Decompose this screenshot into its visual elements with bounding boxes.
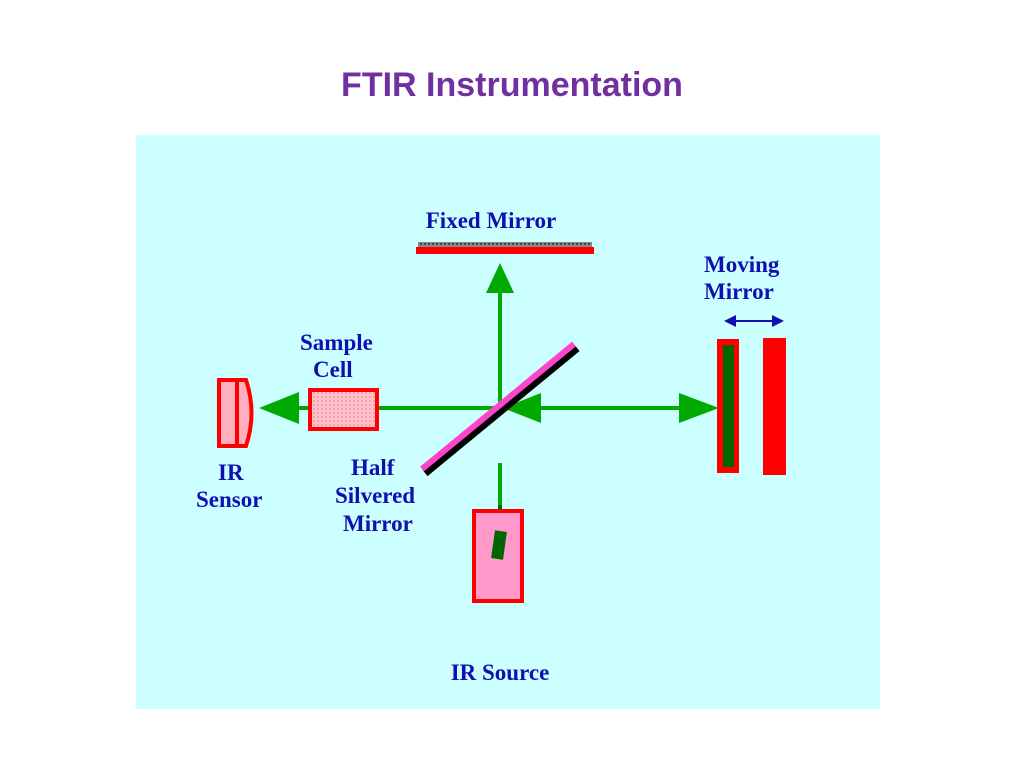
arrow-left-to-splitter	[503, 393, 541, 423]
arrow-left-to-sensor	[259, 392, 299, 424]
sample-cell-label: Sample Cell	[300, 330, 379, 382]
half-mirror-label-line-3: Mirror	[343, 511, 413, 536]
moving-mirror-label: Moving Mirror	[704, 252, 785, 304]
ir-sensor-label-line-1: IR	[218, 460, 244, 485]
ir-sensor	[217, 378, 254, 448]
ir-source	[472, 509, 524, 603]
moving-mirror-label-line-2: Mirror	[704, 279, 774, 304]
moving-mirror	[717, 338, 786, 475]
ftir-diagram-panel: Fixed Mirror Moving Mirror Sample Cell I…	[136, 135, 880, 709]
ir-sensor-label-line-2: Sensor	[196, 487, 262, 512]
panel-background	[136, 135, 880, 709]
moving-mirror-label-line-1: Moving	[704, 252, 780, 277]
sample-cell-label-line-1: Sample	[300, 330, 373, 355]
arrow-up-to-fixed-mirror	[486, 263, 514, 293]
slide-title: FTIR Instrumentation	[341, 66, 683, 104]
half-mirror-label-line-2: Silvered	[335, 483, 415, 508]
fixed-mirror	[416, 242, 594, 254]
fixed-mirror-label: Fixed Mirror	[426, 208, 557, 233]
sample-cell	[308, 388, 379, 431]
ir-sensor-label: IR Sensor	[196, 460, 262, 512]
half-silvered-mirror	[420, 341, 580, 477]
half-mirror-label: Half Silvered Mirror	[335, 455, 421, 536]
ftir-diagram: Fixed Mirror Moving Mirror Sample Cell I…	[136, 135, 880, 709]
ir-source-label: IR Source	[451, 660, 550, 685]
half-mirror-label-line-1: Half	[351, 455, 395, 480]
sample-cell-label-line-2: Cell	[313, 357, 353, 382]
moving-direction-arrow	[724, 315, 784, 327]
arrow-right-to-moving-mirror	[679, 393, 719, 423]
